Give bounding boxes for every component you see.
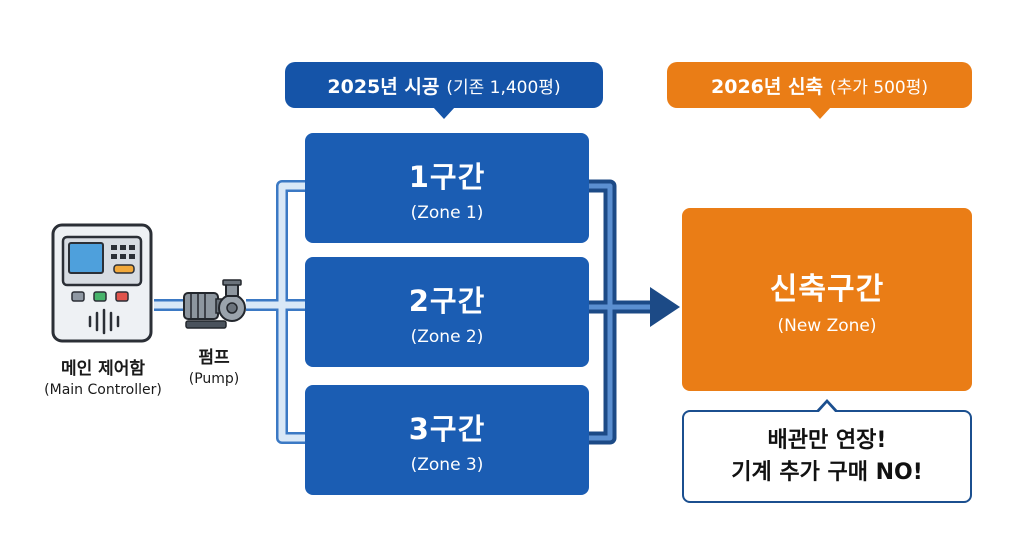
pump-title: 펌프 [198, 348, 230, 368]
return-pipes [588, 179, 680, 445]
main-controller-subtitle: (Main Controller) [44, 382, 162, 398]
zone-2-subtitle: (Zone 2) [410, 326, 484, 347]
supply-pipes [154, 180, 312, 444]
main-controller-title: 메인 제어함 [60, 359, 146, 379]
zone-3-subtitle: (Zone 3) [410, 454, 484, 475]
main-controller-icon [51, 223, 153, 343]
construction-2026-callout: 2026년 신축 (추가 500평) [667, 62, 972, 119]
zone-2-title: 2구간 [408, 283, 486, 318]
pump-icon [183, 279, 246, 329]
note-line-1: 배관만 연장! [767, 427, 887, 453]
new-zone-subtitle: (New Zone) [777, 315, 877, 336]
construction-2025-area: (기존 1,400평) [446, 77, 561, 98]
main-controller-label: 메인 제어함 (Main Controller) [28, 354, 178, 398]
construction-2026-area: (추가 500평) [829, 77, 928, 98]
construction-2025-callout: 2025년 시공 (기존 1,400평) [285, 62, 603, 119]
zone-2-box: 2구간 (Zone 2) [305, 257, 589, 367]
zone-1-title: 1구간 [408, 159, 486, 194]
zone-1-subtitle: (Zone 1) [410, 202, 484, 223]
pump-subtitle: (Pump) [188, 371, 240, 387]
construction-2026-title: 2026년 신축 [711, 75, 823, 98]
new-zone-box: 신축구간 (New Zone) [682, 208, 972, 391]
note-line-2: 기계 추가 구매 NO! [731, 459, 923, 485]
zone-1-box: 1구간 (Zone 1) [305, 133, 589, 243]
new-zone-title: 신축구간 [769, 271, 885, 307]
construction-2025-title: 2025년 시공 [327, 75, 440, 98]
pump-label: 펌프 (Pump) [176, 343, 252, 387]
pipe-extension-note: 배관만 연장! 기계 추가 구매 NO! [682, 399, 972, 503]
flow-arrow [650, 287, 680, 327]
zone-3-box: 3구간 (Zone 3) [305, 385, 589, 495]
zone-3-title: 3구간 [408, 411, 486, 446]
